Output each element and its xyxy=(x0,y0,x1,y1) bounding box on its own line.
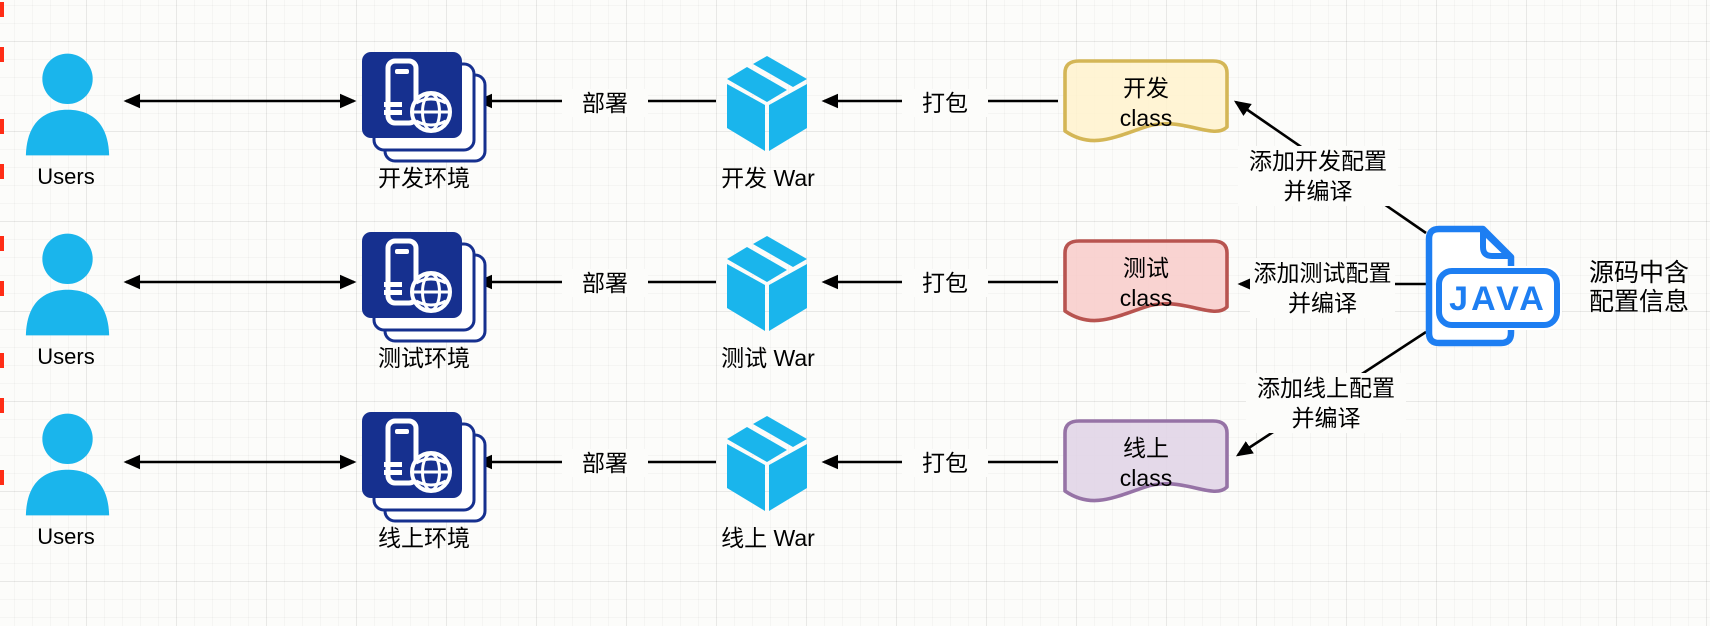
compile-label-line1: 添加测试配置 xyxy=(1253,260,1392,286)
compile-label-line1: 添加线上配置 xyxy=(1257,375,1395,401)
page-edge-marks xyxy=(0,2,4,504)
war-package-icon xyxy=(727,236,807,331)
compile-label-test: 添加测试配置 并编译 xyxy=(1250,258,1395,318)
compile-label-line2: 并编译 xyxy=(1288,290,1357,316)
deploy-arrow-label: 部署 xyxy=(562,449,648,477)
environment-label: 开发环境 xyxy=(378,165,470,191)
class-line1: 开发 xyxy=(1123,75,1169,101)
war-label: 开发 War xyxy=(721,165,815,191)
deploy-arrow-label: 部署 xyxy=(562,89,648,117)
war-package-icon xyxy=(727,416,807,511)
user-label: Users xyxy=(37,344,95,369)
java-note-line2: 配置信息 xyxy=(1588,288,1689,316)
war-label: 线上 War xyxy=(721,525,815,551)
class-line1: 测试 xyxy=(1123,255,1169,281)
class-line2: class xyxy=(1119,285,1173,311)
user-icon xyxy=(25,413,110,516)
environment-icon xyxy=(362,412,487,523)
environment-label: 测试环境 xyxy=(378,345,470,371)
java-source-note: 源码中含 配置信息 xyxy=(1568,259,1710,317)
war-label: 测试 War xyxy=(721,345,815,371)
environment-icon xyxy=(362,232,487,343)
class-document-text: 测试 class xyxy=(1063,253,1229,313)
class-line1: 线上 xyxy=(1123,435,1169,461)
class-line2: class xyxy=(1119,105,1173,131)
user-icon xyxy=(25,53,110,156)
war-package-icon xyxy=(727,56,807,151)
compile-label-line2: 并编译 xyxy=(1283,178,1353,204)
compile-label-online: 添加线上配置 并编译 xyxy=(1246,373,1406,433)
compile-label-line1: 添加开发配置 xyxy=(1249,148,1387,174)
deploy-arrow-label: 部署 xyxy=(562,269,648,297)
class-line2: class xyxy=(1119,465,1173,491)
user-label: Users xyxy=(37,524,95,549)
class-document-shape xyxy=(1063,419,1229,503)
user-label: Users xyxy=(37,164,95,189)
class-document-shape xyxy=(1063,59,1229,143)
class-document-text: 开发 class xyxy=(1063,73,1229,133)
package-arrow-label: 打包 xyxy=(902,269,988,297)
environment-icon xyxy=(362,52,487,163)
java-note-line1: 源码中含 xyxy=(1588,259,1689,287)
class-document-text: 线上 class xyxy=(1063,433,1229,493)
java-file-icon: JAVA xyxy=(1425,225,1562,347)
compile-label-line2: 并编译 xyxy=(1291,405,1361,431)
package-arrow-label: 打包 xyxy=(902,449,988,477)
compile-label-dev: 添加开发配置 并编译 xyxy=(1238,146,1398,206)
java-badge-label: JAVA xyxy=(1449,280,1547,318)
user-icon xyxy=(25,233,110,336)
environment-label: 线上环境 xyxy=(378,525,470,551)
package-arrow-label: 打包 xyxy=(902,89,988,117)
class-document-shape xyxy=(1063,239,1229,323)
